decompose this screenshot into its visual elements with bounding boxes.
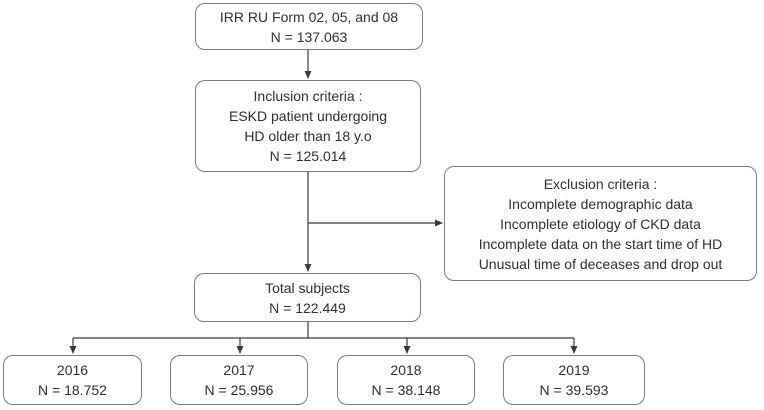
node-source-count: N = 137.063 xyxy=(270,28,348,45)
node-inclusion-criteria: Inclusion criteria : ESKD patient underg… xyxy=(195,80,421,172)
node-year-2016: 2016 N = 18.752 xyxy=(3,355,142,405)
node-exclusion-title: Exclusion criteria : xyxy=(543,175,658,192)
node-total-title: Total subjects xyxy=(265,279,350,296)
node-year-2019-count: N = 39.593 xyxy=(539,382,609,398)
node-exclusion-detail-4: Unusual time of deceases and drop out xyxy=(478,255,723,272)
node-total-count: N = 122.449 xyxy=(269,299,346,316)
node-source-title: IRR RU Form 02, 05, and 08 xyxy=(219,8,399,25)
node-inclusion-title: Inclusion criteria : xyxy=(253,88,363,104)
node-year-2017-count: N = 25.956 xyxy=(204,382,274,398)
node-exclusion-detail-2: Incomplete etiology of CKD data xyxy=(500,215,701,232)
node-year-2018: 2018 N = 38.148 xyxy=(337,355,475,405)
node-exclusion-detail-1: Incomplete demographic data xyxy=(508,195,693,212)
node-exclusion-criteria: Exclusion criteria : Incomplete demograp… xyxy=(444,166,757,281)
node-exclusion-detail-3: Incomplete data on the start time of HD xyxy=(478,235,723,252)
node-year-2019-label: 2019 xyxy=(558,362,590,378)
node-inclusion-count: N = 125.014 xyxy=(269,148,347,164)
node-year-2019: 2019 N = 39.593 xyxy=(503,355,645,405)
node-source-forms: IRR RU Form 02, 05, and 08 N = 137.063 xyxy=(195,3,423,50)
node-inclusion-detail-1: ESKD patient undergoing xyxy=(229,108,387,124)
node-year-2018-count: N = 38.148 xyxy=(371,382,441,398)
node-year-2016-label: 2016 xyxy=(56,362,89,378)
node-inclusion-detail-2: HD older than 18 y.o xyxy=(244,128,372,144)
node-year-2018-label: 2018 xyxy=(390,362,422,378)
node-total-subjects: Total subjects N = 122.449 xyxy=(194,273,421,322)
node-year-2017-label: 2017 xyxy=(223,362,255,378)
node-year-2016-count: N = 18.752 xyxy=(38,382,107,398)
node-year-2017: 2017 N = 25.956 xyxy=(170,355,308,405)
